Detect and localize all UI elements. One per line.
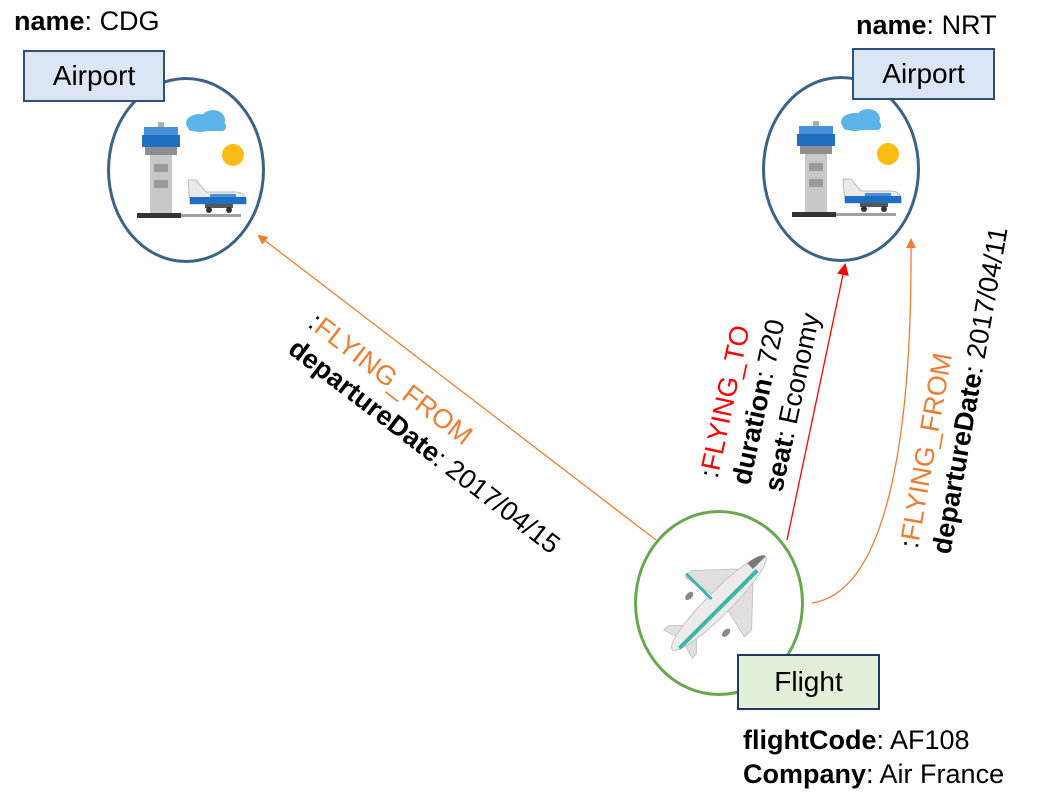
flight-code-value: AF108 (890, 725, 970, 755)
flight-code-property: flightCode: AF108 (743, 725, 970, 755)
company-value: Air France (879, 759, 1005, 789)
flight-label: Flight (737, 654, 880, 710)
flight-node[interactable] (634, 510, 804, 696)
company-property: Company: Air France (743, 759, 1005, 789)
edge-flying-from-nrt (811, 238, 917, 604)
edge-flying-to-nrt (786, 263, 849, 541)
cdg-name-property: name: CDG (14, 6, 160, 36)
company-key: Company (743, 759, 867, 789)
airplane-icon (663, 555, 767, 659)
cdg-airport-node[interactable] (107, 77, 265, 263)
airport-icon (792, 109, 902, 217)
nrt-airport-node[interactable] (762, 76, 920, 262)
nrt-name-value: NRT (941, 10, 997, 40)
edge-flying-from-cdg (257, 234, 657, 541)
nrt-airport-label: Airport (852, 48, 995, 100)
airport-icon (137, 110, 247, 218)
cdg-name-value: CDG (99, 6, 160, 36)
nrt-name-property: name: NRT (856, 10, 997, 40)
cdg-name-key: name (14, 6, 85, 36)
flight-code-key: flightCode (743, 725, 877, 755)
nrt-name-key: name (856, 10, 927, 40)
cdg-airport-label: Airport (23, 50, 165, 102)
